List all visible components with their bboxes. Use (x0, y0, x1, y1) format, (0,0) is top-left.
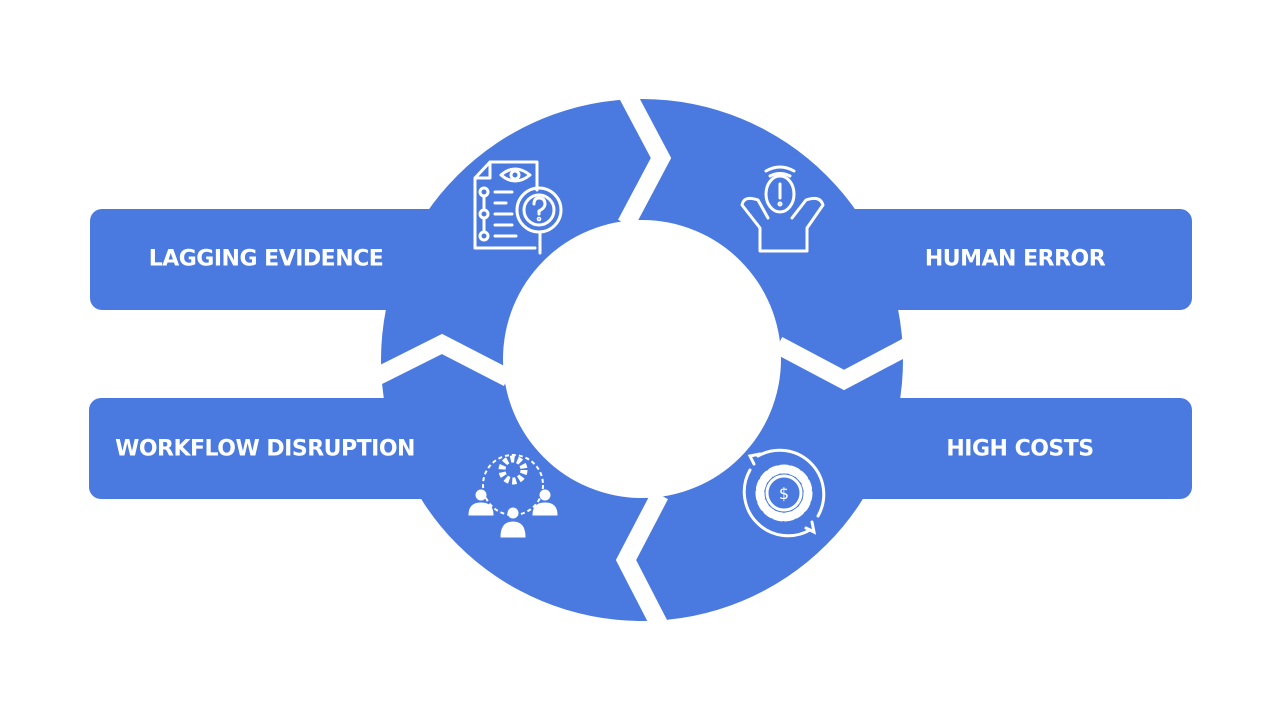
separator-left (369, 333, 513, 387)
label-workflow-disruption: WORKFLOW DISRUPTION (115, 436, 415, 462)
team-gear-icon (468, 454, 558, 538)
bar-high-costs (812, 398, 1192, 499)
label-high-costs: HIGH COSTS (946, 436, 1094, 462)
document-search-icon (473, 160, 563, 255)
cost-gear-icon: $ (742, 448, 826, 538)
stressed-person-icon (740, 165, 825, 253)
label-human-error: HUMAN ERROR (924, 246, 1106, 272)
separator-bottom (615, 490, 669, 631)
separator-top (618, 87, 672, 229)
separator-right (773, 337, 915, 391)
bar-human-error (812, 209, 1192, 310)
label-lagging-evidence: LAGGING EVIDENCE (148, 246, 384, 272)
inner-circle (503, 220, 781, 498)
svg-text:$: $ (779, 484, 789, 503)
bar-lagging-evidence (90, 209, 470, 310)
bar-workflow-disruption (89, 398, 469, 499)
